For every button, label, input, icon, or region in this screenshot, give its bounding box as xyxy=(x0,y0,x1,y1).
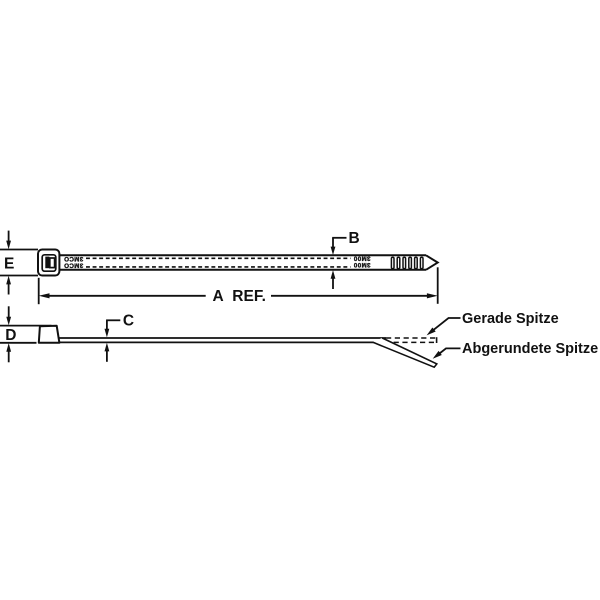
svg-text:3MCO: 3MCO xyxy=(64,262,83,269)
svg-text:3M00: 3M00 xyxy=(353,261,370,268)
svg-text:Gerade Spitze: Gerade Spitze xyxy=(462,311,559,327)
svg-text:A REF.: A REF. xyxy=(213,288,266,305)
svg-text:3M00: 3M00 xyxy=(353,255,370,262)
svg-text:Abgerundete Spitze: Abgerundete Spitze xyxy=(462,341,598,357)
svg-text:3MCO: 3MCO xyxy=(64,255,83,262)
svg-text:B: B xyxy=(349,230,360,247)
svg-text:C: C xyxy=(123,313,134,330)
svg-text:E: E xyxy=(4,255,14,272)
svg-text:D: D xyxy=(5,327,16,344)
